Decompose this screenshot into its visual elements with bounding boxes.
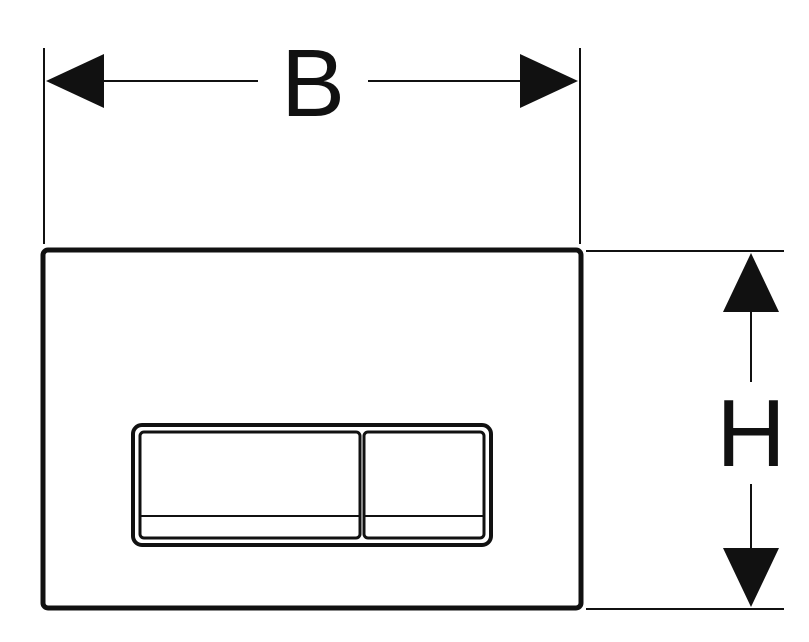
button-small-flush [362, 430, 486, 540]
height-label: H [716, 380, 785, 487]
width-dimension: B [43, 30, 581, 244]
plate-outer-border [40, 247, 584, 611]
width-arrow-right-icon [520, 54, 578, 108]
dual-flush-button [131, 423, 493, 547]
flush-plate [40, 247, 584, 611]
height-arrow-up-icon [723, 253, 779, 312]
button-large-flush [138, 430, 362, 540]
width-label: B [281, 30, 345, 137]
width-arrow-left-icon [46, 54, 104, 108]
height-dimension: H [586, 250, 786, 610]
height-arrow-down-icon [723, 548, 779, 607]
button-outer-frame [131, 423, 493, 547]
